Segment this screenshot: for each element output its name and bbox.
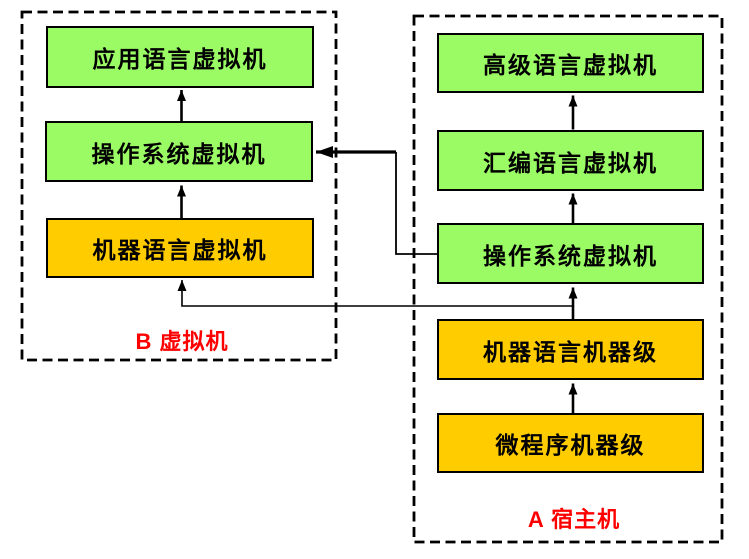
box-app-language-vm: 应用语言虚拟机 <box>46 26 314 88</box>
box-os-vm-a: 操作系统虚拟机 <box>437 223 704 284</box>
box-os-vm-a-label: 操作系统虚拟机 <box>483 242 658 269</box>
box-highlevel-language-vm-label: 高级语言虚拟机 <box>483 52 658 78</box>
box-machine-language-machine-level-label: 机器语言机器级 <box>483 338 658 365</box>
box-assembly-language-vm: 汇编语言虚拟机 <box>437 130 704 191</box>
box-os-vm-b: 操作系统虚拟机 <box>45 121 313 182</box>
box-machine-language-vm: 机器语言虚拟机 <box>46 218 314 278</box>
box-highlevel-language-vm: 高级语言虚拟机 <box>437 33 704 93</box>
box-microprogram-machine-level-label: 微程序机器级 <box>495 432 646 458</box>
box-microprogram-machine-level: 微程序机器级 <box>437 413 704 473</box>
box-app-language-vm-label: 应用语言虚拟机 <box>92 46 268 72</box>
box-machine-language-vm-label: 机器语言虚拟机 <box>92 237 268 263</box>
box-assembly-language-vm-label: 汇编语言虚拟机 <box>483 149 658 176</box>
a-group-label: A 宿主机 <box>527 507 621 532</box>
box-os-vm-b-label: 操作系统虚拟机 <box>91 140 267 167</box>
b-group-label: B 虚拟机 <box>135 329 229 354</box>
elbow-line-a-os-to-b-os <box>395 152 437 255</box>
box-machine-language-machine-level: 机器语言机器级 <box>437 319 704 380</box>
